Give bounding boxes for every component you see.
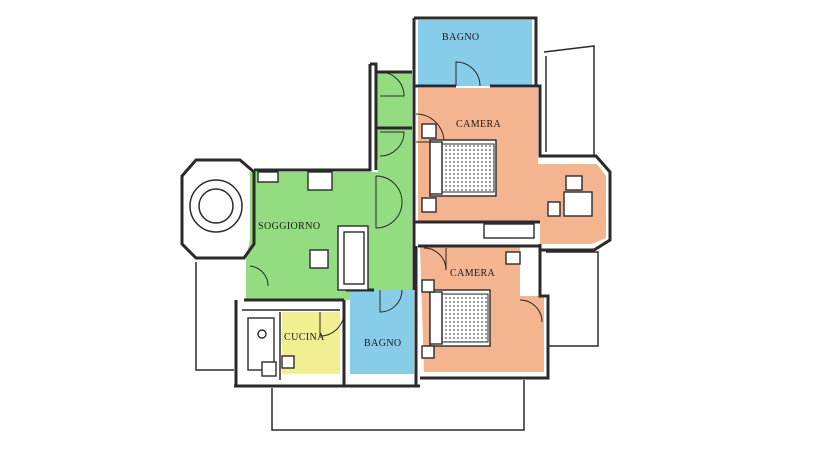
- desk: [563, 191, 593, 217]
- label-bagno-top: BAGNO: [442, 32, 480, 43]
- kitchen-counter: [247, 317, 275, 371]
- sofa-seat: [343, 231, 365, 285]
- door-corridor-top: [379, 71, 405, 97]
- stove: [257, 329, 267, 339]
- bagno-top-fill: [418, 20, 532, 86]
- label-soggiorno: SOGGIORNO: [258, 221, 321, 232]
- side-table: [257, 171, 279, 183]
- door-soggiorno: [375, 175, 403, 229]
- nightstand-bottom-1: [421, 279, 435, 293]
- label-camera-top: CAMERA: [456, 119, 502, 130]
- chair: [547, 201, 561, 217]
- bed-bottom-cover: [439, 293, 489, 343]
- corridor-fill: [376, 72, 412, 290]
- label-cucina: CUCINA: [284, 332, 325, 343]
- cucina-fill: [282, 312, 340, 374]
- sink: [281, 355, 295, 369]
- door-camera-bottom: [423, 247, 447, 271]
- nightstand-top-2: [421, 197, 437, 213]
- pillow-bottom: [429, 291, 443, 345]
- door-bagno-bottom: [379, 289, 403, 313]
- armchair: [565, 175, 583, 191]
- door-bagno-top: [455, 61, 481, 87]
- doors: [249, 61, 543, 337]
- door-corridor-mid: [379, 131, 405, 157]
- door-soggiorno-left: [249, 265, 269, 287]
- room-fills: [246, 20, 606, 374]
- nightstand-bottom-2: [421, 345, 435, 359]
- wardrobe-top: [483, 223, 535, 239]
- door-camera-right: [519, 299, 543, 323]
- pillow-top: [429, 141, 443, 195]
- cabinet: [307, 171, 333, 191]
- bed-top-cover: [439, 143, 495, 193]
- furniture: [247, 123, 593, 377]
- room-labels: BAGNO CAMERA SOGGIORNO CAMERA BAGNO CUCI…: [258, 32, 502, 349]
- label-bagno-bottom: BAGNO: [364, 338, 402, 349]
- bagno-bottom-fill: [350, 290, 414, 374]
- nightstand-top-1: [421, 123, 437, 139]
- dresser: [505, 251, 521, 265]
- door-cucina: [319, 311, 345, 337]
- label-camera-bottom: CAMERA: [450, 268, 496, 279]
- fridge: [261, 361, 277, 377]
- coffee-table: [309, 249, 329, 269]
- walls: [180, 16, 612, 431]
